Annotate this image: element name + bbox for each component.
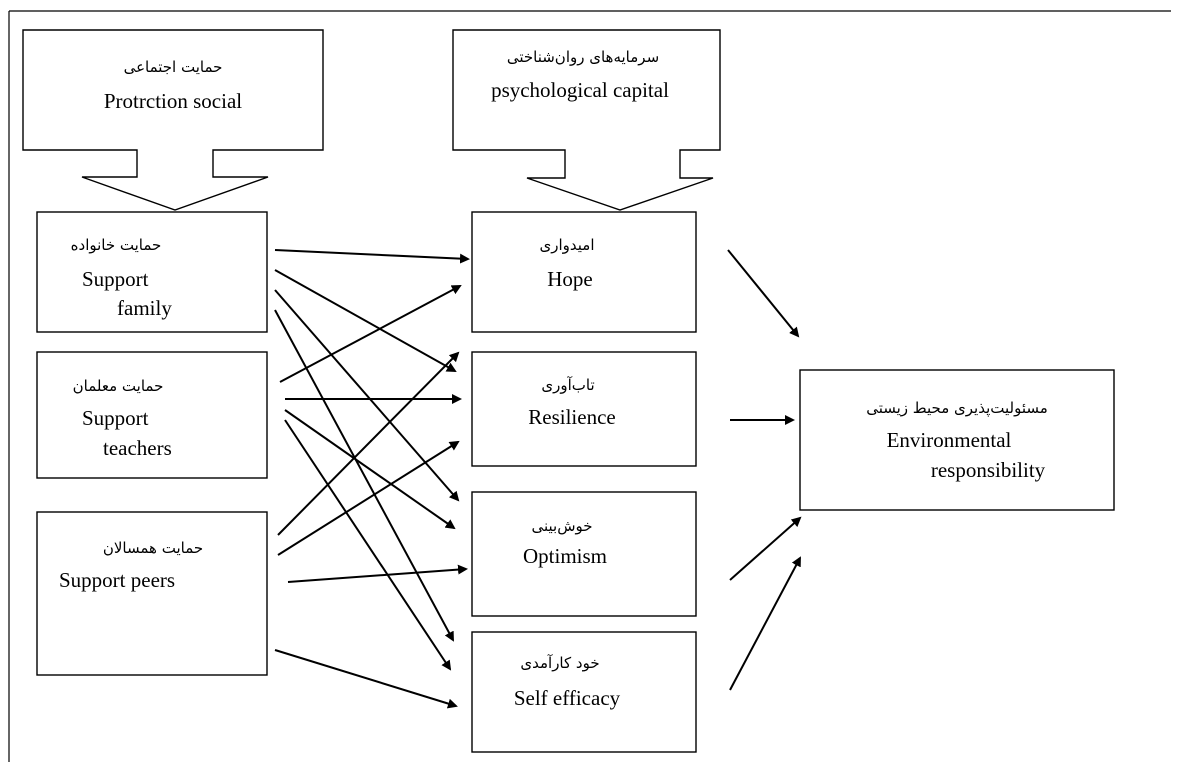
self-efficacy-box: خود کارآمدی Self efficacy xyxy=(471,631,697,753)
psychological-capital-fa-label: سرمایه‌های روان‌شناختی xyxy=(507,48,659,66)
arrow-peers-to-hope xyxy=(277,351,460,536)
social-protection-fa-label: حمایت اجتماعی xyxy=(124,58,223,76)
resilience-en-label: Resilience xyxy=(528,405,615,429)
optimism-box: خوش‌بینی Optimism xyxy=(471,491,697,617)
arrow-self-efficacy-to-environmental-responsibility xyxy=(729,556,801,691)
environmental-responsibility-en-line1: Environmental xyxy=(887,428,1012,452)
support-family-box: حمایت خانواده Support family xyxy=(36,211,268,333)
support-family-en-line2: family xyxy=(117,296,172,320)
support-peers-box: حمایت همسالان Support peers xyxy=(36,511,268,676)
environmental-responsibility-en-line2: responsibility xyxy=(931,458,1046,482)
callout-social-protection: حمایت اجتماعی Protrction social xyxy=(22,29,324,211)
support-teachers-fa-label: حمایت معلمان xyxy=(73,377,164,395)
hope-box: امیدواری Hope xyxy=(471,211,697,333)
arrow-optimism-to-environmental-responsibility xyxy=(729,516,802,581)
social-protection-en-label: Protrction social xyxy=(104,89,242,113)
support-family-fa-label: حمایت خانواده xyxy=(71,236,162,254)
support-teachers-box: حمایت معلمان Support teachers xyxy=(36,351,268,479)
support-family-en-line1: Support xyxy=(82,267,149,291)
self-efficacy-fa-label: خود کارآمدی xyxy=(520,654,599,672)
callout-psychological-capital: سرمایه‌های روان‌شناختی psychological cap… xyxy=(452,29,721,211)
environmental-responsibility-fa-label: مسئولیت‌پذیری محیط زیستی xyxy=(866,399,1048,418)
hope-en-label: Hope xyxy=(547,267,593,291)
optimism-fa-label: خوش‌بینی xyxy=(531,517,592,535)
support-peers-fa-label: حمایت همسالان xyxy=(103,539,203,557)
psychological-capital-en-label: psychological capital xyxy=(491,78,669,102)
arrow-peers-to-self-efficacy xyxy=(274,649,458,709)
arrow-family-to-resilience xyxy=(274,269,457,372)
support-peers-en-label: Support peers xyxy=(59,568,175,592)
support-teachers-en-line1: Support xyxy=(82,406,149,430)
arrow-family-to-hope xyxy=(274,249,470,264)
self-efficacy-en-label: Self efficacy xyxy=(514,686,621,710)
resilience-fa-label: تاب‌آوری xyxy=(541,376,594,394)
optimism-en-label: Optimism xyxy=(523,544,607,568)
environmental-responsibility-box: مسئولیت‌پذیری محیط زیستی Environmental r… xyxy=(799,369,1115,511)
resilience-box: تاب‌آوری Resilience xyxy=(471,351,697,467)
arrow-peers-to-resilience xyxy=(277,440,460,556)
arrow-hope-to-environmental-responsibility xyxy=(727,249,800,338)
arrow-family-to-optimism xyxy=(274,289,460,502)
arrow-peers-to-optimism xyxy=(287,564,468,583)
arrow-family-to-self-efficacy xyxy=(274,309,454,642)
arrow-teachers-to-self-efficacy xyxy=(284,419,452,671)
arrow-teachers-to-hope xyxy=(279,285,462,383)
hope-fa-label: امیدواری xyxy=(540,236,595,254)
support-teachers-en-line2: teachers xyxy=(103,436,172,460)
arrow-teachers-to-optimism xyxy=(284,409,456,530)
